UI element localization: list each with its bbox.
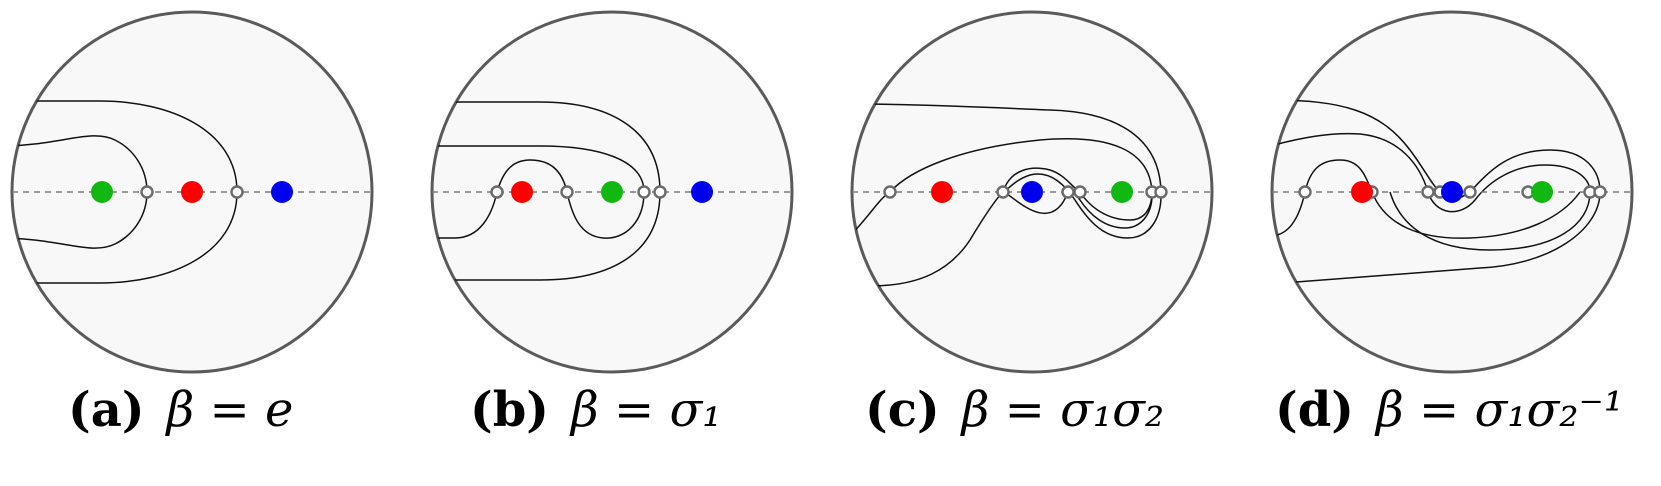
caption-c: (c) β = σ₁σ₂ bbox=[865, 382, 1164, 454]
caption-equation: β = σ₁σ₂⁻¹ bbox=[1375, 382, 1624, 438]
caption-tag: (d) bbox=[1275, 382, 1354, 438]
curve-d-top bbox=[1272, 99, 1601, 285]
caption-tag: (a) bbox=[68, 382, 145, 438]
curve-d-mid bbox=[1272, 132, 1591, 251]
blue-puncture-dot bbox=[691, 181, 713, 203]
intersection-point bbox=[1421, 185, 1435, 199]
panel-b bbox=[430, 10, 794, 374]
intersection-point bbox=[653, 185, 667, 199]
panel-d bbox=[1270, 10, 1634, 374]
caption-tag: (b) bbox=[470, 382, 549, 438]
caption-a: (a) β = e bbox=[68, 382, 293, 454]
green-puncture-dot bbox=[1111, 181, 1133, 203]
curve-c-lower bbox=[869, 167, 1153, 287]
red-puncture-dot bbox=[931, 181, 953, 203]
blue-puncture-dot bbox=[1021, 181, 1043, 203]
caption-equation: β = σ₁ bbox=[570, 382, 722, 438]
intersection-point bbox=[490, 185, 504, 199]
curve-c-top bbox=[852, 103, 1162, 239]
red-puncture-dot bbox=[511, 181, 533, 203]
intersection-point bbox=[1298, 185, 1312, 199]
caption-equation: β = σ₁σ₂ bbox=[961, 382, 1165, 438]
green-puncture-dot bbox=[91, 181, 113, 203]
intersection-point bbox=[1593, 185, 1607, 199]
intersection-point bbox=[637, 185, 651, 199]
intersection-point bbox=[140, 185, 154, 199]
caption-equation: β = e bbox=[166, 382, 294, 438]
blue-puncture-dot bbox=[271, 181, 293, 203]
panel-a bbox=[10, 10, 374, 374]
panel-c bbox=[850, 10, 1214, 374]
caption-b: (b) β = σ₁ bbox=[470, 382, 721, 454]
red-puncture-dot bbox=[1351, 181, 1373, 203]
blue-puncture-dot bbox=[1441, 181, 1463, 203]
intersection-point bbox=[1154, 185, 1168, 199]
intersection-point bbox=[1073, 185, 1087, 199]
intersection-point bbox=[230, 185, 244, 199]
green-puncture-dot bbox=[601, 181, 623, 203]
intersection-point bbox=[996, 185, 1010, 199]
green-puncture-dot bbox=[1531, 181, 1553, 203]
caption-tag: (c) bbox=[865, 382, 940, 438]
intersection-point bbox=[1061, 185, 1075, 199]
intersection-point bbox=[560, 185, 574, 199]
intersection-point bbox=[883, 185, 897, 199]
red-puncture-dot bbox=[181, 181, 203, 203]
intersection-point bbox=[1463, 185, 1477, 199]
caption-d: (d) β = σ₁σ₂⁻¹ bbox=[1275, 382, 1623, 454]
